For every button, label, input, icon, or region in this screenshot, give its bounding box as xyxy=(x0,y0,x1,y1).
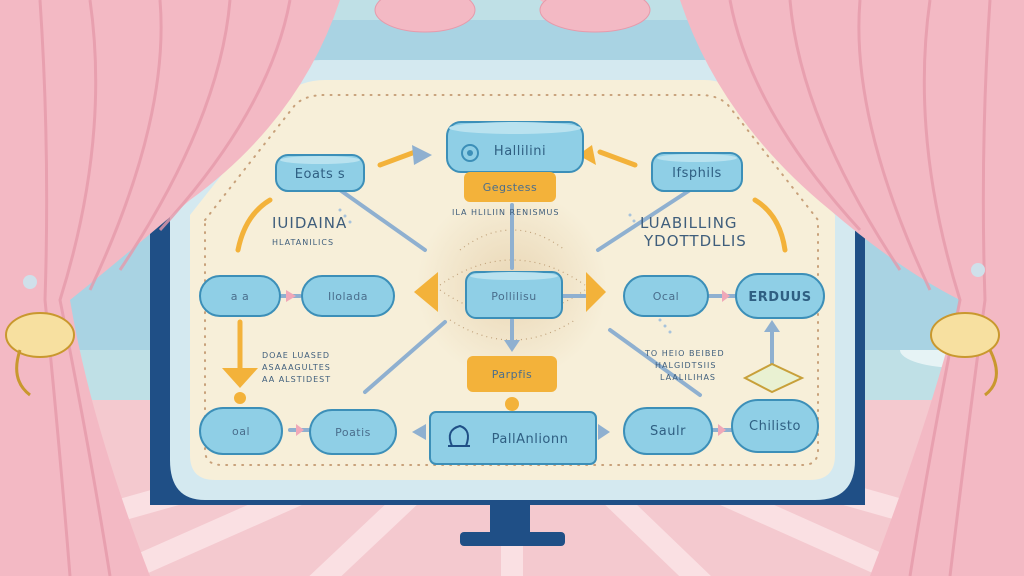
pink-arrow-3 xyxy=(296,424,304,436)
orange-arc-left xyxy=(235,197,273,253)
orange-line-topleft xyxy=(377,149,418,168)
node-mid-left-b[interactable]: Ilolada xyxy=(301,275,395,317)
tag-center[interactable]: Parpfis xyxy=(467,356,557,392)
board-dotted-outline xyxy=(204,94,819,466)
node-top-center[interactable]: Hallilini xyxy=(446,121,584,173)
node-mid-right-b[interactable]: ERDUUS xyxy=(735,273,825,319)
node-bottom-right-a[interactable]: Saulr xyxy=(623,407,713,455)
node-bottom-center[interactable]: PallAnlionn xyxy=(429,411,597,465)
note-left-title: IUIDAINA xyxy=(272,214,347,232)
orange-line-topright xyxy=(597,149,638,168)
node-mid-right-a[interactable]: Ocal xyxy=(623,275,709,317)
arrowhead-bottom-left xyxy=(412,424,426,440)
board-base xyxy=(460,532,565,546)
right-curtain xyxy=(680,0,1024,576)
node-top-left-label: Eoats s xyxy=(295,167,345,182)
node-bottom-right-b[interactable]: Chilisto xyxy=(731,399,819,453)
arrowhead-to-top xyxy=(412,145,432,165)
note-center-caption: ILA HLILIIN RENISMUS xyxy=(452,208,559,217)
tag-top-center[interactable]: Gegstess xyxy=(464,172,556,202)
orange-arrowhead-down-left xyxy=(222,368,258,388)
node-bottom-left-a[interactable]: oal xyxy=(199,407,283,455)
decision-diamond xyxy=(742,362,805,394)
note-lower-left-2: ASAAAGULTES xyxy=(262,363,331,372)
node-mid-left-a-label: a a xyxy=(231,290,249,303)
orange-arrowhead-topright xyxy=(578,145,596,165)
note-lower-right-1: TO HEIO BEIBED xyxy=(644,349,725,358)
orange-arrowhead-center-right xyxy=(586,272,606,312)
orange-arrowhead-center-left xyxy=(414,272,438,312)
swirl-icon xyxy=(461,144,479,162)
connector-bottomleft-center xyxy=(363,320,447,394)
arrowhead-up xyxy=(764,320,780,332)
note-lower-right-2: HALGIDTSIIS xyxy=(655,361,716,370)
note-lower-left-1: DOAE LUASED xyxy=(262,351,330,360)
connector-topright-center xyxy=(596,188,692,252)
node-bottom-left-b-label: Poatis xyxy=(335,426,371,439)
node-top-center-label: Hallilini xyxy=(494,144,546,159)
node-mid-left-a[interactable]: a a xyxy=(199,275,281,317)
connector-topleft-center xyxy=(338,188,427,252)
node-mid-right-b-label: ERDUUS xyxy=(748,290,811,305)
pink-arrow-2 xyxy=(722,290,730,302)
lotus-icon xyxy=(448,424,470,447)
pink-arrow-1 xyxy=(286,290,296,302)
orange-dot-left xyxy=(234,392,246,404)
node-mid-left-b-label: Ilolada xyxy=(328,290,368,303)
orange-dot-center xyxy=(505,397,519,411)
note-right-title: LUABILLING xyxy=(640,214,738,232)
left-tieback xyxy=(5,275,75,397)
node-center[interactable]: Pollilisu xyxy=(465,271,563,319)
node-top-right-label: Ifsphils xyxy=(672,166,722,181)
tag-top-center-label: Gegstess xyxy=(483,181,538,194)
pink-arrow-4 xyxy=(718,424,726,436)
note-lower-left-3: AA ALSTIDEST xyxy=(262,375,331,384)
node-bottom-left-b[interactable]: Poatis xyxy=(309,409,397,455)
note-right-sub: YDOTTDLLIS xyxy=(643,232,747,250)
arrowhead-down xyxy=(504,340,520,352)
node-mid-right-a-label: Ocal xyxy=(653,290,680,303)
connector-center-bottomright xyxy=(608,328,702,397)
right-tieback xyxy=(930,263,1000,397)
left-curtain xyxy=(0,0,340,576)
tag-center-label: Parpfis xyxy=(492,368,533,381)
arrowhead-bottom-right xyxy=(598,424,610,440)
note-left-sub: HLATANILICS xyxy=(272,238,334,247)
node-bottom-left-a-label: oal xyxy=(232,425,250,438)
node-center-label: Pollilisu xyxy=(491,290,536,303)
node-top-right[interactable]: Ifsphils xyxy=(651,152,743,192)
note-lower-right-3: LAALILIHAS xyxy=(660,373,716,382)
node-bottom-center-label: PallAnlionn xyxy=(492,432,569,447)
node-bottom-right-a-label: Saulr xyxy=(650,424,686,439)
orange-arc-right xyxy=(752,197,788,253)
node-bottom-right-b-label: Chilisto xyxy=(749,419,801,434)
node-top-left[interactable]: Eoats s xyxy=(275,154,365,192)
